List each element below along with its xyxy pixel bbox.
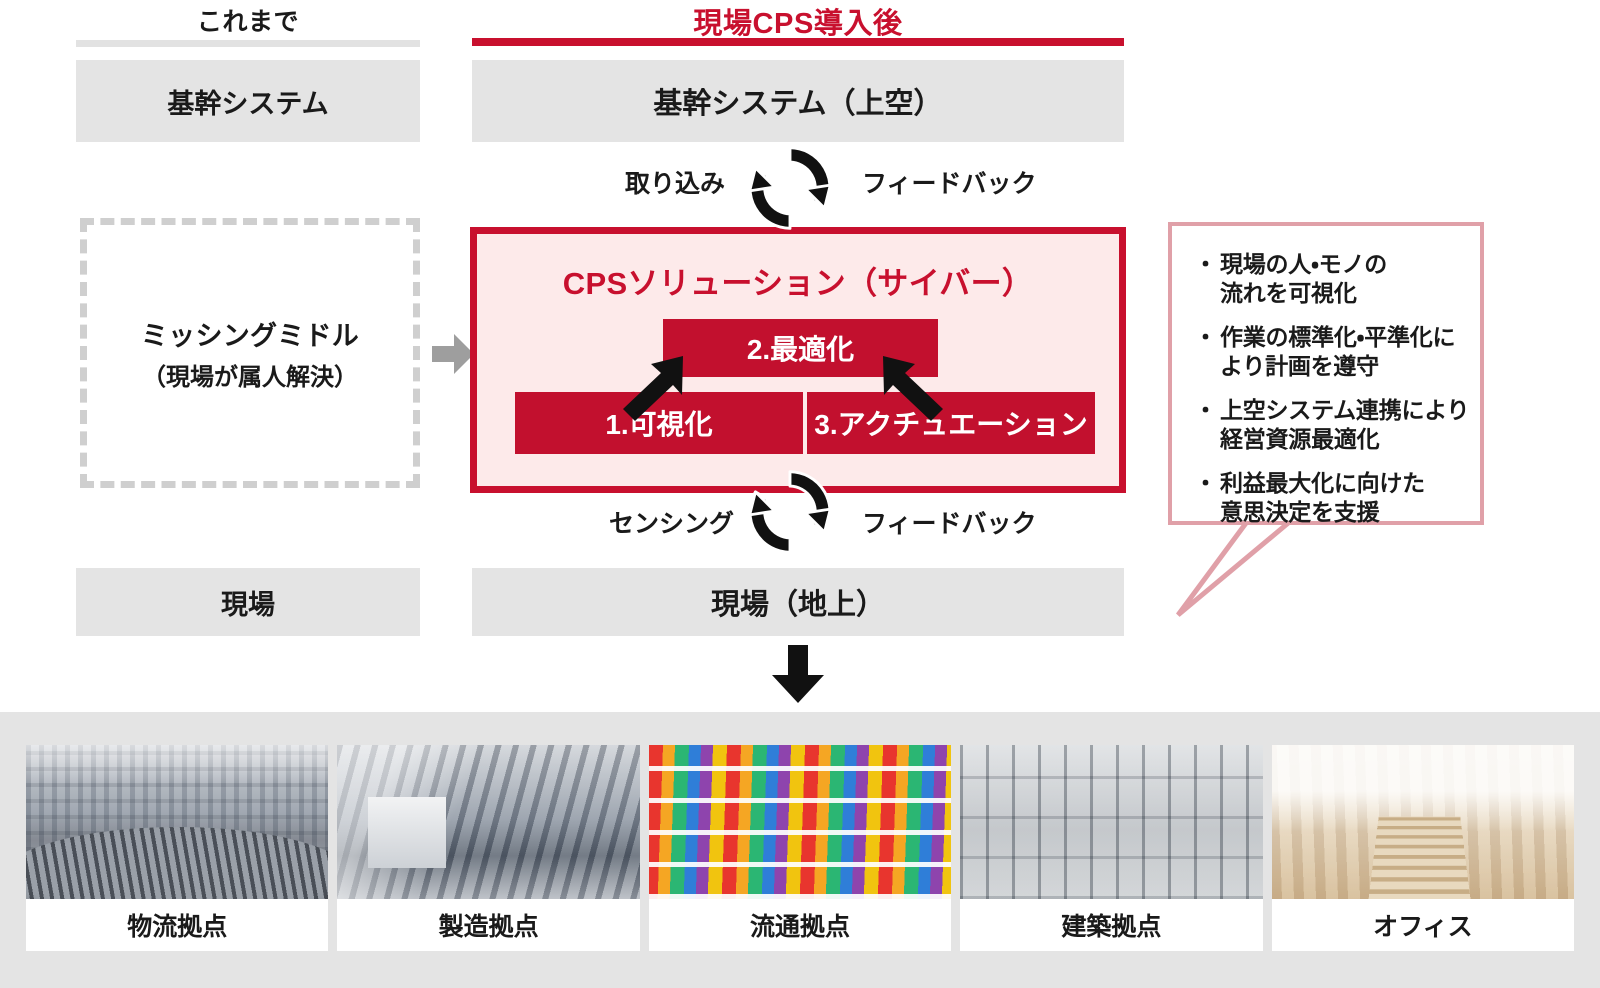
step-optimization-chip: 2.最適化 <box>663 319 938 377</box>
step-actuation-chip: 3.アクチュエーション <box>807 392 1095 454</box>
arrow-down-icon <box>772 645 824 703</box>
left-header-rule <box>76 40 420 47</box>
missing-middle-subtitle: （現場が属人解決） <box>142 364 358 391</box>
site-card-construction[interactable]: 建築拠点 <box>960 745 1263 951</box>
site-caption: 建築拠点 <box>1061 913 1162 941</box>
right-genba-box: 現場（地上） <box>472 568 1124 636</box>
site-caption: 製造拠点 <box>438 913 539 941</box>
sites-photo-row: 物流拠点 製造拠点 流通拠点 建築拠点 オフィス <box>26 745 1575 951</box>
arrow-diagonal-up-icon <box>623 356 683 421</box>
flow-label-torikomi: 取り込み <box>625 170 726 198</box>
site-caption: 物流拠点 <box>127 913 228 941</box>
site-card-logistics[interactable]: 物流拠点 <box>26 745 329 951</box>
retail-shelves-photo <box>648 745 952 899</box>
warehouse-conveyor-photo <box>26 745 329 899</box>
callout-tail <box>1175 507 1307 617</box>
flow-label-feedback-bottom: フィードバック <box>862 510 1037 538</box>
construction-frame-photo <box>960 745 1263 899</box>
right-column-header: 現場CPS導入後 <box>693 8 903 40</box>
factory-line-photo <box>337 745 640 899</box>
missing-middle-box: ミッシングミドル （現場が属人解決） <box>80 218 420 488</box>
step-visualization-chip: 1.可視化 <box>515 392 803 454</box>
cycle-arrows-icon <box>748 470 832 554</box>
cycle-arrows-icon <box>748 146 832 230</box>
cps-solution-box: CPSソリューション（サイバー） 2.最適化 1.可視化 3.アクチュエーション <box>470 227 1126 493</box>
office-interior-photo <box>1271 745 1575 899</box>
flow-label-sensing: センシング <box>609 510 735 538</box>
site-caption: 流通拠点 <box>750 913 851 941</box>
site-card-manufacturing[interactable]: 製造拠点 <box>337 745 640 951</box>
arrow-diagonal-down-icon <box>883 356 943 421</box>
site-caption: オフィス <box>1373 913 1473 941</box>
right-header-rule <box>472 38 1124 46</box>
left-core-system-box: 基幹システム <box>76 60 420 142</box>
cps-solution-title: CPSソリューション（サイバー） <box>562 266 1034 301</box>
sites-photo-strip: 物流拠点 製造拠点 流通拠点 建築拠点 オフィス <box>0 712 1600 988</box>
missing-middle-title: ミッシングミドル <box>140 321 360 351</box>
left-column-header: これまで <box>196 8 299 36</box>
right-core-system-box: 基幹システム（上空） <box>472 60 1124 142</box>
arrow-right-icon <box>432 334 474 374</box>
site-card-retail[interactable]: 流通拠点 <box>648 745 952 951</box>
flow-label-feedback-top: フィードバック <box>862 170 1037 198</box>
left-genba-box: 現場 <box>76 568 420 636</box>
site-card-office[interactable]: オフィス <box>1271 745 1575 951</box>
